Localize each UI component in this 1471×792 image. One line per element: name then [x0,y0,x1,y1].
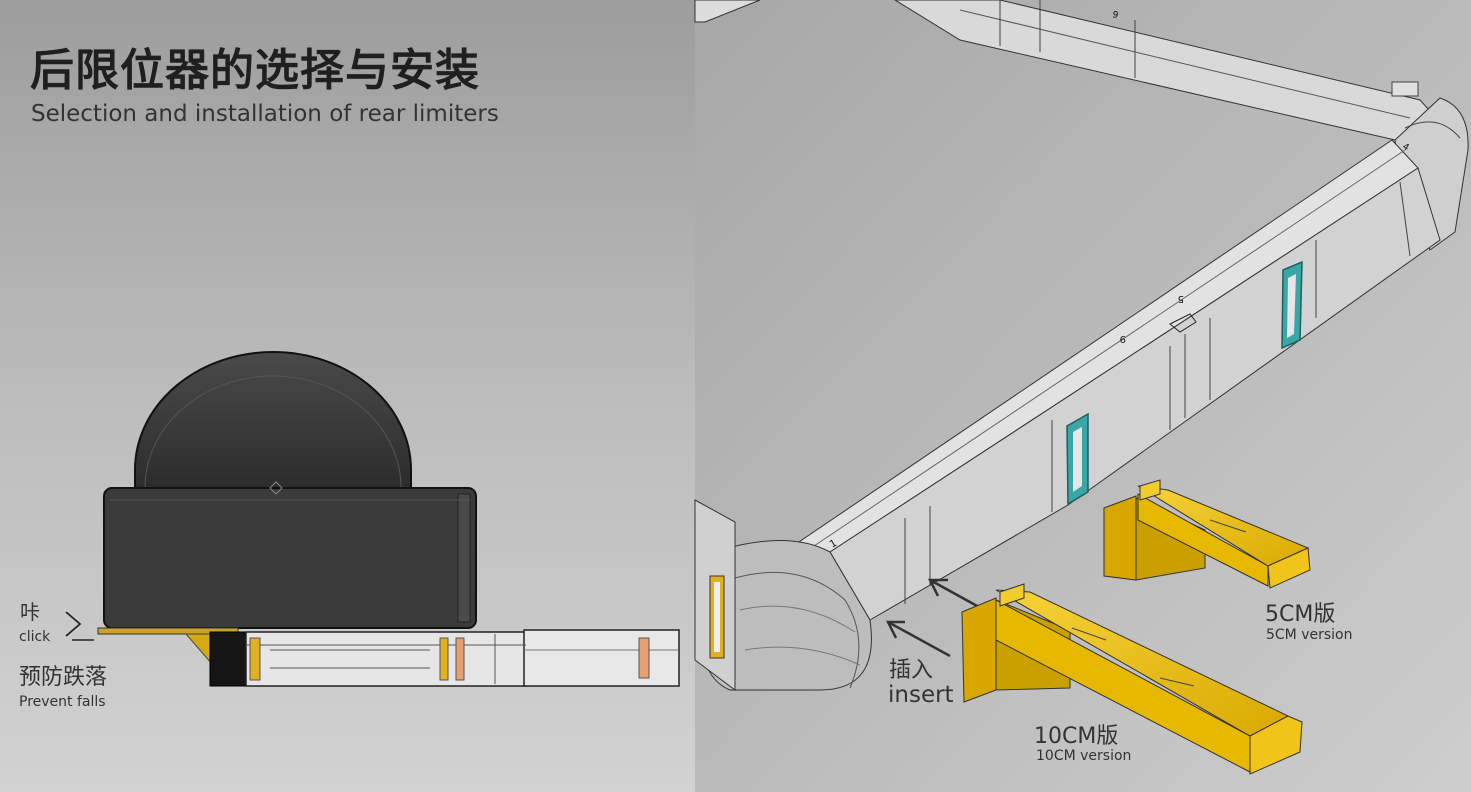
five-cm-label-en: 5CM version [1266,627,1353,643]
page-subtitle: Selection and installation of rear limit… [31,101,499,127]
ten-cm-label: 10CM版 [1034,724,1119,749]
svg-text:9: 9 [1111,10,1119,21]
chevron-right-icon [65,611,82,637]
insert-label-en: insert [888,682,954,708]
svg-text:9: 9 [1120,333,1126,344]
limiter-5cm [1103,479,1311,589]
robot-side-view [65,351,680,687]
svg-text:5: 5 [1178,293,1184,304]
click-label: 咔 [20,600,40,624]
page-title: 后限位器的选择与安装 [30,45,480,96]
svg-text:1: 1 [828,538,839,551]
five-cm-label: 5CM版 [1265,602,1336,627]
click-label-en: click [19,629,51,645]
limiter-10cm [961,583,1303,775]
prevent-falls-label-en: Prevent falls [19,694,106,710]
ten-cm-label-en: 10CM version [1036,748,1132,764]
insert-label: 插入 [889,658,934,683]
prevent-falls-label: 预防跌落 [19,665,108,690]
frame-perspective: 9 4 5 9 1 [694,0,1469,775]
svg-text:4: 4 [1401,142,1411,154]
